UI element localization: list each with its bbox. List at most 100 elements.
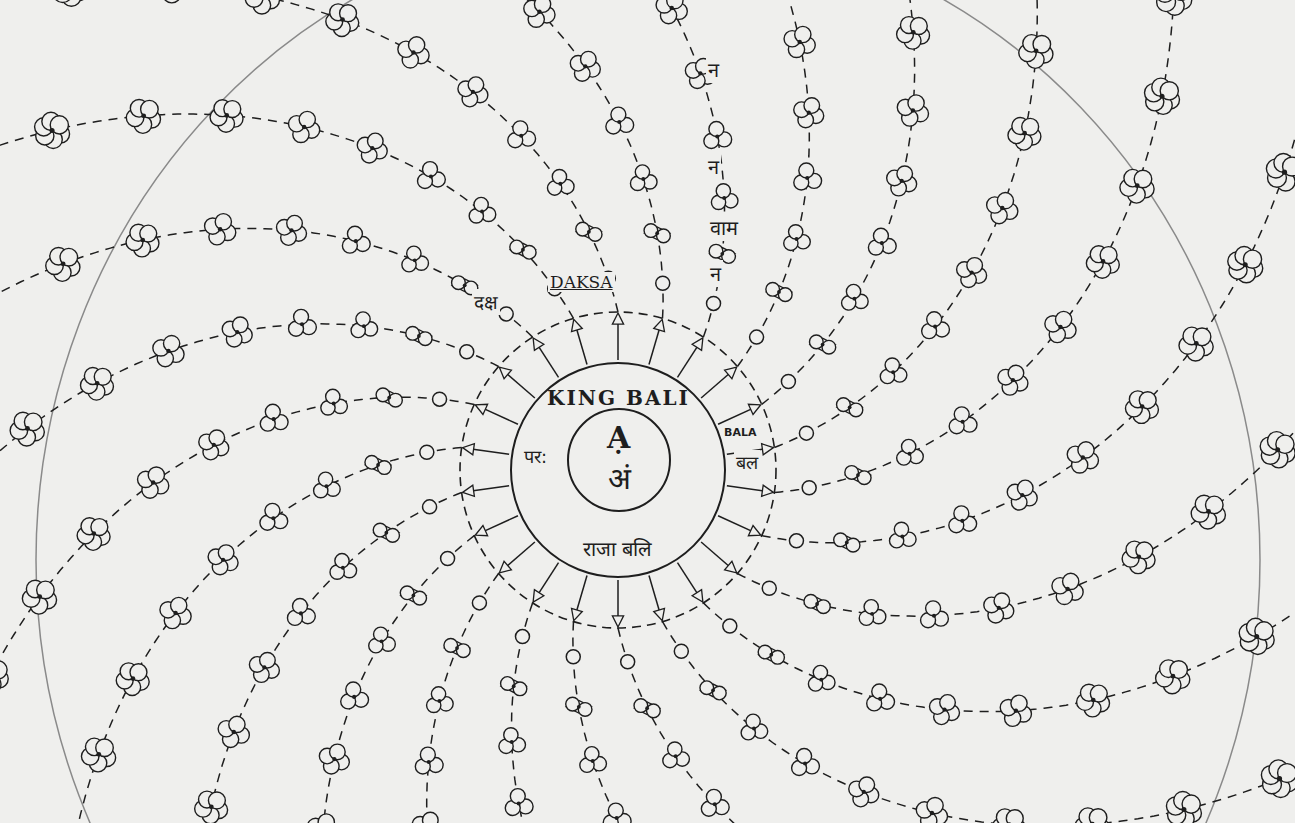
flower-petal (148, 467, 164, 483)
spiral-ray (0, 0, 618, 312)
flower-center (380, 639, 384, 643)
flower-petal (657, 229, 671, 243)
seed-circle (423, 500, 437, 514)
flower-petal (287, 610, 302, 625)
spoke-arrowhead (499, 367, 511, 379)
flower-petal (908, 95, 924, 111)
flower-center (302, 125, 307, 130)
flower-petal (837, 398, 851, 412)
flower-center (908, 452, 912, 456)
flower-center (711, 688, 715, 692)
seed-circle (781, 375, 795, 389)
spoke-arrowhead (748, 526, 760, 536)
diagram-label: बल (734, 450, 760, 474)
flower-center (166, 349, 171, 354)
flower-petal (1100, 247, 1117, 264)
flower-petal (413, 591, 427, 605)
flower-petal (1276, 435, 1294, 453)
flower-center (911, 108, 916, 113)
seed-circle (460, 345, 474, 359)
flower-center (583, 64, 587, 68)
flower-petal (245, 0, 263, 7)
flower-center (50, 128, 55, 133)
seed-circle (799, 426, 813, 440)
diagram-label: BALA (722, 426, 758, 439)
flower-petal (849, 403, 863, 417)
spoke-arrowhead (475, 526, 487, 536)
flower-center (1000, 206, 1005, 211)
flower-center (969, 270, 973, 274)
flower-center (512, 684, 516, 688)
flower-center (173, 611, 178, 616)
flower-petal (700, 681, 714, 695)
flower-petal (949, 419, 964, 434)
flower-petal (817, 600, 831, 614)
flower-petal (704, 133, 719, 148)
flower-center (845, 541, 849, 545)
flower-center (1101, 259, 1106, 264)
flower-petal (513, 121, 528, 136)
spoke-line (576, 576, 587, 614)
flower-center (932, 614, 936, 618)
flower-petal (224, 101, 241, 118)
flower-petal (232, 317, 248, 333)
flower-petal (94, 368, 111, 385)
outer-boundary (36, 0, 1260, 823)
flower-petal (885, 358, 899, 372)
flower-center (480, 210, 484, 214)
flower-center (300, 322, 304, 326)
flower-center (655, 231, 659, 235)
flower-center (521, 248, 525, 252)
flower-center (900, 179, 904, 183)
flower-center (212, 443, 216, 447)
spoke-arrowhead (463, 485, 475, 496)
flower-petal (91, 519, 108, 536)
spoke-arrowhead (533, 590, 544, 602)
diagram-label: DAKSA (548, 272, 615, 292)
flower-center (1181, 807, 1186, 812)
spiral-ray (663, 622, 1295, 823)
flower-petal (260, 416, 275, 431)
flower-center (1022, 131, 1027, 136)
flower-petal (406, 327, 420, 341)
flower-petal (741, 726, 755, 740)
flower-petal (534, 0, 550, 12)
flower-petal (994, 593, 1010, 609)
seed-circle (499, 307, 513, 321)
flower-petal (356, 312, 370, 326)
flower-petal (949, 518, 964, 533)
flower-petal (578, 703, 592, 717)
flower-center (852, 297, 856, 301)
flower-center (1020, 493, 1024, 497)
spiral-ray (774, 0, 1037, 448)
spiral-ray (774, 0, 1174, 493)
flower-petal (897, 451, 911, 465)
flower-petal (53, 0, 72, 3)
spiral-ray (703, 487, 1295, 712)
flower-petal (418, 174, 433, 189)
flower-center (340, 17, 345, 22)
flower-petal (644, 224, 658, 238)
spoke-arrowhead (748, 404, 760, 414)
flower-petal (799, 163, 814, 178)
flower-center (848, 405, 852, 409)
flower-center (429, 174, 433, 178)
flower-petal (1078, 442, 1094, 458)
node-text: KING BALI (547, 386, 690, 410)
flower-center (362, 324, 366, 328)
spiral-ray (512, 603, 943, 823)
flower-petal (857, 471, 871, 485)
flower-center (95, 381, 100, 386)
spiral-ray (427, 574, 718, 823)
diagram-label: वाम (708, 214, 740, 241)
seed-circle (420, 445, 434, 459)
flower-petal (326, 389, 340, 403)
flower-petal (1033, 35, 1051, 53)
flower-center (803, 761, 807, 765)
spiral-ray (751, 0, 915, 404)
flower-petal (897, 166, 913, 182)
seed-circle (621, 655, 635, 669)
flower-petal (229, 716, 245, 732)
flower-petal (374, 627, 388, 641)
flower-petal (758, 645, 772, 659)
